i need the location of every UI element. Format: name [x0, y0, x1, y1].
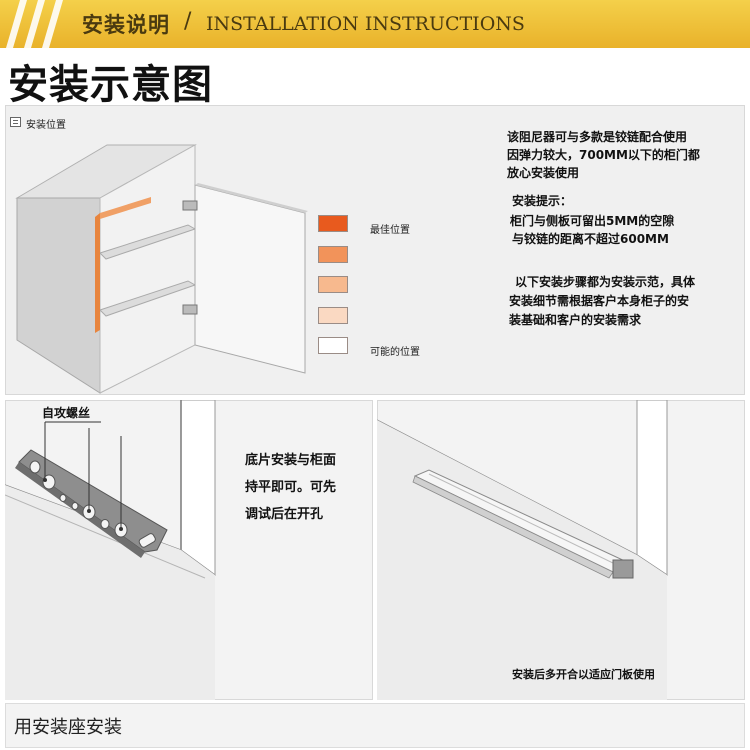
- base-plate-instructions: 底片安装与柜面 持平即可。可先 调试后在开孔: [245, 447, 336, 528]
- install-position-label: 安装位置: [26, 120, 66, 131]
- legend-best-label: 最佳位置: [370, 225, 410, 236]
- description-line: 该阻尼器可与多款是铰链配合使用: [507, 130, 688, 144]
- header-banner: 安装说明 / INSTALLATION INSTRUCTIONS: [0, 0, 750, 48]
- description-line: 因弹力较大，700MM以下的柜门都: [507, 148, 700, 162]
- header-title-cn: 安装说明: [82, 13, 170, 37]
- footer-text: 用安装座安装: [14, 717, 122, 738]
- page-title: 安装示意图: [8, 62, 213, 108]
- install-notes: 以下安装步骤都为安装示范，具体 安装细节需根据客户本身柜子的安 装基础和客户的安…: [509, 273, 749, 330]
- document-icon: [10, 117, 21, 127]
- description-line: 放心安装使用: [507, 166, 580, 180]
- legend-swatch-best: [318, 215, 348, 232]
- legend-swatch-possible: [318, 337, 348, 354]
- base-plate-illustration: [5, 400, 216, 700]
- note-line: 以下安装步骤都为安装示范，具体: [515, 275, 696, 289]
- footer-strip: [5, 703, 745, 748]
- damper-illustration: [377, 400, 668, 700]
- tips-list: 柜门与侧板可留出5MM的空隙 与铰链的距离不超过600MM: [510, 212, 740, 248]
- cabinet-illustration: [15, 144, 308, 394]
- note-line: 安装细节需根据客户本身柜子的安: [509, 294, 690, 308]
- header-title-en: INSTALLATION INSTRUCTIONS: [206, 13, 525, 35]
- stripes-decoration-icon: [6, 0, 63, 48]
- tip-line: 柜门与侧板可留出5MM的空隙: [510, 214, 675, 228]
- note-line: 装基础和客户的安装需求: [509, 313, 642, 327]
- damper-caption: 安装后多开合以适应门板使用: [512, 668, 655, 681]
- legend-swatch-4: [318, 307, 348, 324]
- screw-label: 自攻螺丝: [42, 406, 91, 420]
- instruction-line: 调试后在开孔: [245, 507, 324, 522]
- instruction-line: 底片安装与柜面: [245, 453, 337, 468]
- header-separator: /: [184, 9, 192, 34]
- legend-swatch-2: [318, 246, 348, 263]
- instruction-line: 持平即可。可先: [245, 480, 337, 495]
- legend-swatch-3: [318, 276, 348, 293]
- tips-title: 安装提示：: [512, 194, 573, 208]
- legend-possible-label: 可能的位置: [370, 347, 420, 358]
- product-description: 该阻尼器可与多款是铰链配合使用 因弹力较大，700MM以下的柜门都 放心安装使用: [507, 128, 747, 182]
- tip-line: 与铰链的距离不超过600MM: [512, 232, 669, 246]
